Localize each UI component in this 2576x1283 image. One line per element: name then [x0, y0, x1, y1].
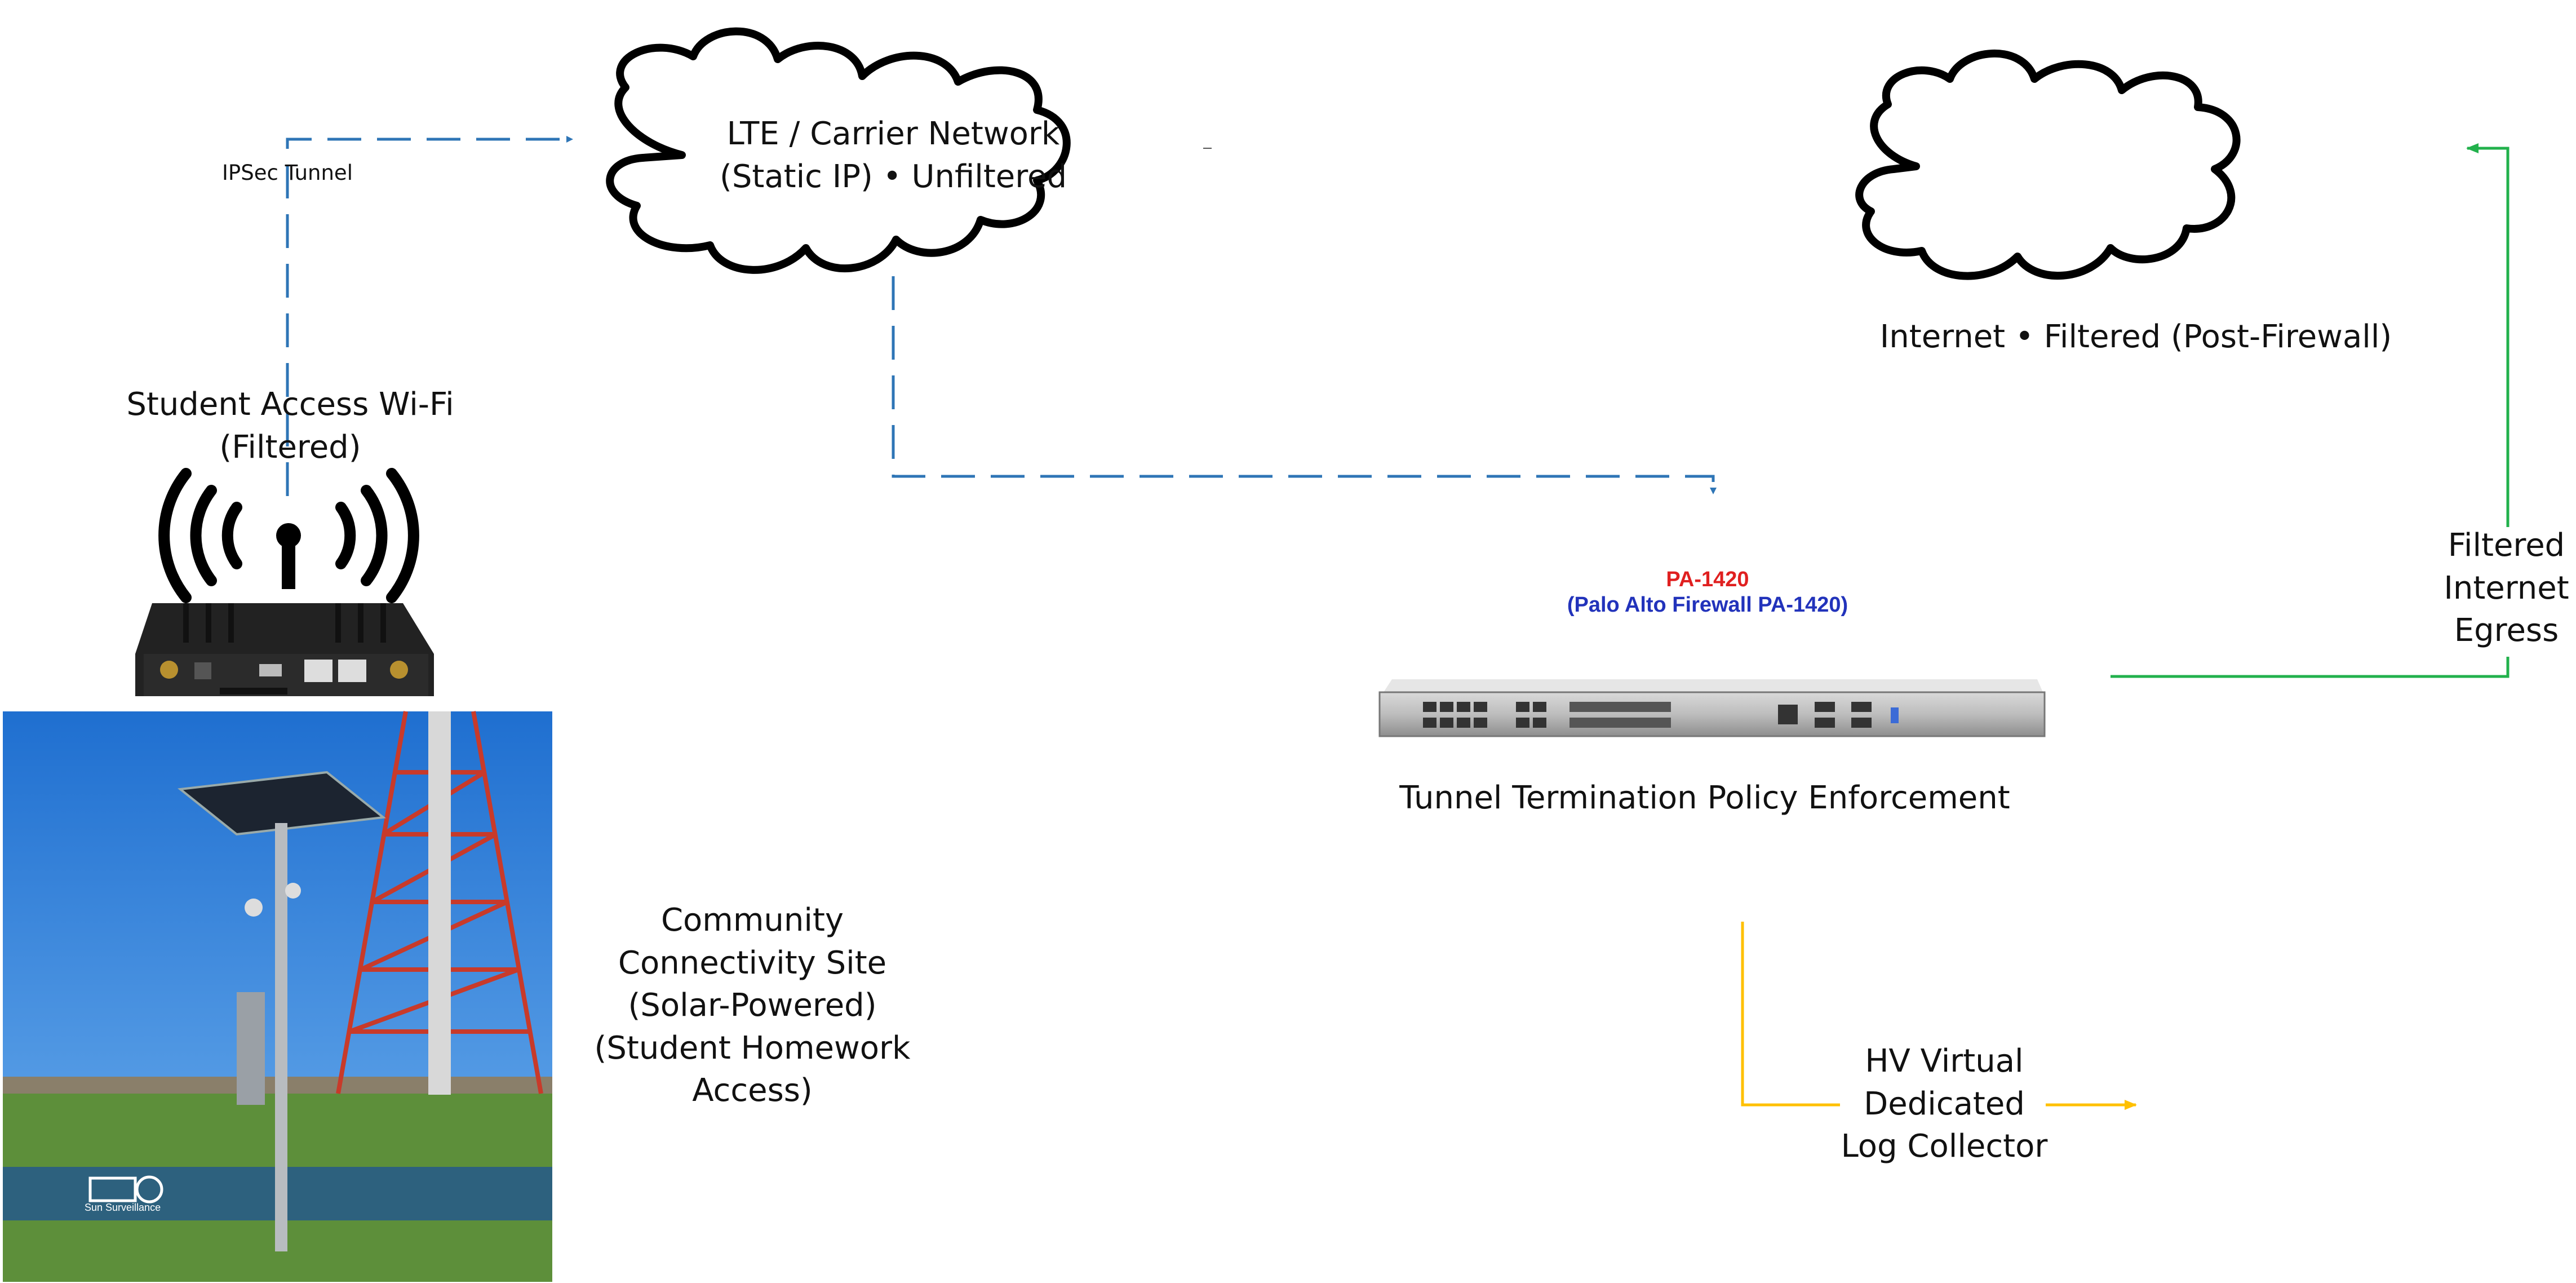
lte-cloud-shape [606, 27, 1071, 274]
ipsec-tunnel-label: IPSec Tunnel [222, 161, 353, 185]
photo-watermark: Sun Surveillance [85, 1202, 161, 1213]
sun-surveillance-logo: Sun Surveillance [85, 1175, 163, 1213]
log-collector-label: HV Virtual Dedicated Log Collector [1841, 1043, 2048, 1165]
filtered-egress-label: Filtered Internet Egress [2444, 527, 2569, 649]
firewall-fullname-label: (Palo Alto Firewall PA-1420) [1567, 593, 1848, 617]
cellular-router-icon [135, 603, 434, 696]
firewall-role-label: Tunnel Termination Policy Enforcement [1399, 780, 2010, 816]
egress-line [2111, 143, 2510, 678]
lte-cloud-label: LTE / Carrier Network (Static IP) • Unfi… [719, 116, 1067, 195]
community-site-photo: Sun Surveillance [3, 711, 552, 1282]
pa-1420-firewall-icon [1378, 679, 2046, 737]
community-site-label: Community Connectivity Site (Solar-Power… [594, 902, 911, 1109]
firewall-model-label: PA-1420 [1666, 568, 1749, 591]
internet-cloud-shape [1855, 50, 2241, 280]
internet-cloud-label: Internet • Filtered (Post-Firewall) [1879, 318, 2392, 355]
log-line [1741, 922, 2137, 1110]
ipsec-tunnel-lines [286, 136, 1717, 496]
wifi-signal-icon [158, 468, 419, 603]
student-wifi-label: Student Access Wi-Fi (Filtered) [126, 386, 454, 466]
